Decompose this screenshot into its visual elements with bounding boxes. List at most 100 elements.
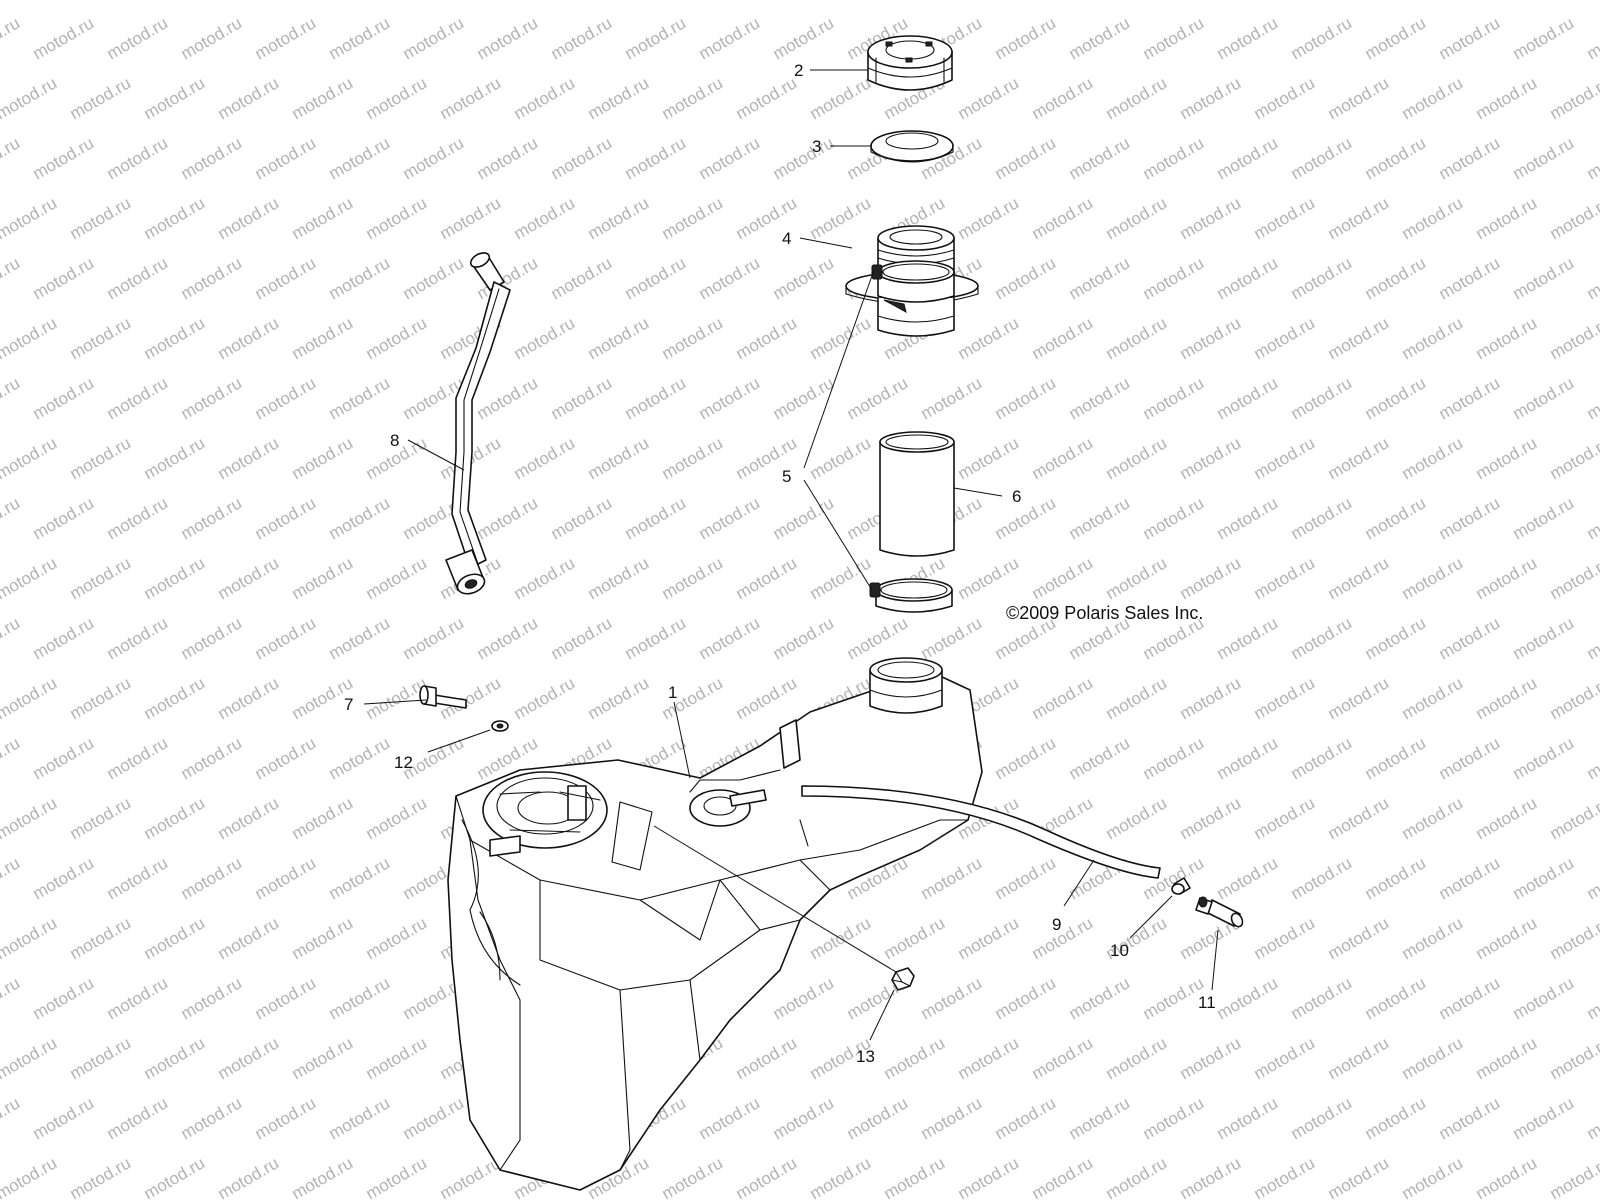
watermark-text: motod.ru [955,193,1023,243]
watermark-text: motod.ru [1029,0,1097,3]
watermark-text: motod.ru [363,193,431,243]
watermark-text: motod.ru [252,133,320,183]
watermark-text: motod.ru [289,1153,357,1200]
watermark-text: motod.ru [659,313,727,363]
watermark-text: motod.ru [141,553,209,603]
watermark-text: motod.ru [1288,13,1356,63]
watermark-text: motod.ru [770,373,838,423]
watermark-text: motod.ru [215,193,283,243]
watermark-text: motod.ru [548,13,616,63]
watermark-text: motod.ru [1251,673,1319,723]
watermark-text: motod.ru [1547,913,1600,963]
watermark-text: motod.ru [1325,1033,1393,1083]
watermark-text: motod.ru [1029,673,1097,723]
watermark-text: motod.ru [1399,793,1467,843]
watermark-text: motod.ru [622,613,690,663]
watermark-text: motod.ru [141,0,209,3]
watermark-text: motod.ru [844,373,912,423]
watermark-text: motod.ru [1325,313,1393,363]
watermark-text: motod.ru [215,913,283,963]
callout-10: 10 [1110,941,1129,960]
callout-2: 2 [794,61,803,80]
watermark-text: motod.ru [1510,133,1578,183]
watermark-text: motod.ru [1473,1033,1541,1083]
watermark-text: motod.ru [1140,133,1208,183]
watermark-text: motod.ru [215,553,283,603]
watermark-text: motod.ru [252,373,320,423]
watermark-text: motod.ru [807,1153,875,1200]
watermark-text: motod.ru [326,253,394,303]
watermark-text: motod.ru [1029,913,1097,963]
watermark-text: motod.ru [1436,1093,1504,1143]
watermark-text: motod.ru [1510,13,1578,63]
watermark-text: motod.ru [0,1093,23,1143]
watermark-text: motod.ru [400,133,468,183]
watermark-text: motod.ru [659,1153,727,1200]
watermark-text: motod.ru [1214,613,1282,663]
watermark-text: motod.ru [30,733,98,783]
watermark-text: motod.ru [289,313,357,363]
watermark-text: motod.ru [0,133,23,183]
watermark-text: motod.ru [955,1153,1023,1200]
watermark-text: motod.ru [289,0,357,3]
watermark-text: motod.ru [252,613,320,663]
callout-13: 13 [856,1047,875,1066]
watermark-text: motod.ru [1288,733,1356,783]
watermark-text: motod.ru [696,493,764,543]
watermark-text: motod.ru [289,1033,357,1083]
watermark-text: motod.ru [363,0,431,3]
watermark-text: motod.ru [1029,1153,1097,1200]
watermark-text: motod.ru [770,973,838,1023]
watermark-text: motod.ru [1251,193,1319,243]
watermark-text: motod.ru [252,733,320,783]
watermark-text: motod.ru [1399,1033,1467,1083]
watermark-text: motod.ru [1177,1033,1245,1083]
watermark-text: motod.ru [1288,253,1356,303]
watermark-text: motod.ru [1325,1153,1393,1200]
watermark-text: motod.ru [1177,793,1245,843]
watermark-text: motod.ru [770,613,838,663]
watermark-text: motod.ru [326,13,394,63]
watermark-text: motod.ru [1399,1153,1467,1200]
watermark-text: motod.ru [326,853,394,903]
watermark-text: motod.ru [104,973,172,1023]
watermark-text: motod.ru [733,553,801,603]
watermark-text: motod.ru [548,133,616,183]
watermark-text: motod.ru [400,613,468,663]
part-bolt [419,685,467,709]
watermark-text: motod.ru [585,553,653,603]
watermark-text: motod.ru [1399,313,1467,363]
watermark-text: motod.ru [1584,13,1600,63]
watermark-text: motod.ru [178,13,246,63]
part-nut [891,967,915,991]
watermark-text: motod.ru [955,1033,1023,1083]
watermark-text: motod.ru [955,73,1023,123]
watermark-text: motod.ru [215,673,283,723]
watermark-text: motod.ru [141,433,209,483]
watermark-text: motod.ru [178,253,246,303]
watermark-text: motod.ru [1362,973,1430,1023]
watermark-text: motod.ru [1473,193,1541,243]
watermark-text: motod.ru [585,673,653,723]
watermark-text: motod.ru [363,553,431,603]
watermark-text: motod.ru [881,913,949,963]
watermark-text: motod.ru [0,13,23,63]
watermark-text: motod.ru [178,973,246,1023]
callout-7: 7 [344,695,353,714]
watermark-text: motod.ru [770,133,838,183]
watermark-text: motod.ru [1325,193,1393,243]
watermark-text: motod.ru [696,1093,764,1143]
watermark-text: motod.ru [1362,493,1430,543]
watermark-text: motod.ru [1288,853,1356,903]
watermark-text: motod.ru [881,1153,949,1200]
watermark-text: motod.ru [1584,253,1600,303]
watermark-text: motod.ru [1547,0,1600,3]
watermark-text: motod.ru [1473,433,1541,483]
watermark-text: motod.ru [881,1033,949,1083]
watermark-text: motod.ru [363,313,431,363]
watermark-text: motod.ru [474,613,542,663]
watermark-text: motod.ru [1103,673,1171,723]
watermark-text: motod.ru [807,433,875,483]
watermark-text: motod.ru [141,1153,209,1200]
